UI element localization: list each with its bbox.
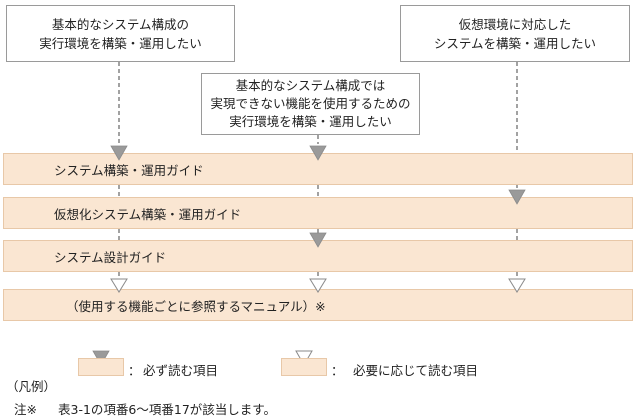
required-arrow-icon [309, 232, 327, 248]
optional-arrow-icon [508, 278, 526, 293]
manual-label-function-manuals: （使用する機能ごとに参照するマニュアル）※ [66, 298, 326, 314]
legend-required-sep: ： [128, 363, 141, 378]
goal-box-basic: 基本的なシステム構成の 実行環境を構築・運用したい [6, 5, 235, 62]
goal-virtual-text: 仮想環境に対応した システムを構築・運用したい [433, 16, 597, 51]
goal-advanced-text: 基本的なシステム構成では 実現できない機能を使用するための 実行環境を構築・運用… [210, 78, 411, 129]
optional-arrow-icon [110, 278, 128, 293]
legend-optional-sep: ： [331, 363, 344, 378]
optional-arrow-icon [309, 278, 327, 293]
note-mark: 注※ [14, 402, 37, 417]
legend-optional-swatch [281, 358, 327, 376]
goal-basic-text: 基本的なシステム構成の 実行環境を構築・運用したい [39, 16, 202, 51]
manual-label-virtual-build: 仮想化システム構築・運用ガイド [54, 206, 242, 222]
goal-box-virtual: 仮想環境に対応した システムを構築・運用したい [400, 5, 630, 62]
required-arrow-icon [309, 145, 327, 161]
legend-required-swatch [78, 358, 124, 376]
manual-band-virtual-build: 仮想化システム構築・運用ガイド [3, 197, 633, 229]
manual-label-system-design: システム設計ガイド [54, 249, 167, 265]
note-text: 表3-1の項番6～項番17が該当します。 [58, 402, 277, 417]
goal-box-advanced: 基本的なシステム構成では 実現できない機能を使用するための 実行環境を構築・運用… [201, 73, 420, 135]
legend-optional-label: 必要に応じて読む項目 [353, 363, 479, 378]
manual-label-system-build: システム構築・運用ガイド [54, 162, 204, 178]
legend-title: （凡例） [6, 379, 57, 394]
required-arrow-icon [110, 145, 128, 161]
required-arrow-icon [508, 189, 526, 205]
manual-band-system-build: システム構築・運用ガイド [3, 153, 633, 185]
legend-required-label: 必ず読む項目 [143, 363, 219, 378]
